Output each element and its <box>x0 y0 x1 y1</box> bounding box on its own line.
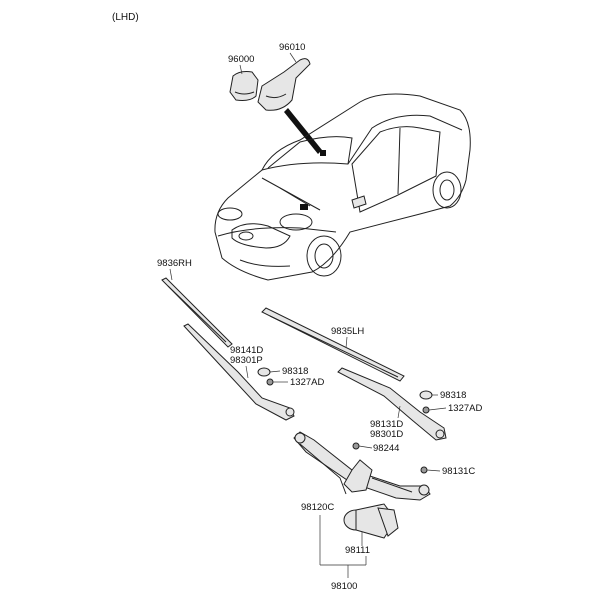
leader-98244 <box>358 445 373 449</box>
assembly-bracket: 98100 <box>319 515 367 592</box>
car-emblem <box>238 231 254 241</box>
label-1327AD-lower: 1327AD <box>448 403 482 414</box>
leader-1327AD-lower <box>428 407 447 411</box>
arm-lh-group: 98131D 98301D <box>337 367 447 441</box>
label-98244: 98244 <box>373 443 399 454</box>
leader-9836RH <box>169 268 173 281</box>
arm-rh-group: 98141D 98301P <box>183 323 295 421</box>
blade-lh-group: 9835LH <box>261 307 405 382</box>
blade-rh-group: 9836RH <box>157 258 233 348</box>
leader-98131D <box>397 405 401 419</box>
car-illustration <box>214 93 471 281</box>
label-98318-lower: 98318 <box>440 390 466 401</box>
cover-96010-detail <box>265 93 287 99</box>
linkage-rod-1 <box>299 443 347 495</box>
sensor-96000-detail <box>234 91 255 95</box>
cap-98318-lower <box>419 390 433 400</box>
rain-sensor-group: 96000 96010 <box>228 42 322 154</box>
car-rear-hub <box>439 179 455 201</box>
leader-96000 <box>239 64 243 75</box>
car-bumper-line <box>217 227 337 237</box>
car-outline <box>214 93 471 281</box>
leader-98131C <box>426 469 441 472</box>
car-front-hub <box>314 243 334 269</box>
wiper-blade-9836RH <box>161 277 233 348</box>
label-96010: 96010 <box>279 42 305 53</box>
car-side-windows <box>351 126 441 213</box>
nut-1327AD-upper <box>266 378 274 386</box>
leader-96010 <box>289 52 297 63</box>
cover-96010 <box>257 58 311 111</box>
lhd-label: (LHD) <box>112 12 139 23</box>
car-windshield <box>267 136 353 169</box>
car-grille <box>231 223 291 249</box>
motor-group: 98111 <box>343 503 399 556</box>
label-98100: 98100 <box>331 581 357 592</box>
car-rear-wheel <box>432 171 462 209</box>
arrow-to-windshield <box>284 108 322 154</box>
linkage-rod-2 <box>371 477 413 493</box>
blade-rh-rubber <box>167 285 227 343</box>
label-98131D: 98131D <box>370 419 403 430</box>
arm-lh-pivot-cap <box>435 429 445 439</box>
wiper-arm-98131D <box>337 367 447 441</box>
leader-98318-upper <box>269 370 281 373</box>
car-headlight-right <box>279 213 313 231</box>
wiper-arm-98141D <box>183 323 295 421</box>
label-98301D: 98301D <box>370 429 403 440</box>
bolt-98131C <box>420 466 428 474</box>
linkage-pivot-right <box>294 432 306 444</box>
car-headlight-left <box>217 207 243 221</box>
label-9835LH: 9835LH <box>331 326 364 337</box>
car-wiper-blade-2 <box>279 187 311 207</box>
car-lower-intake <box>239 259 291 267</box>
label-98111: 98111 <box>345 545 370 556</box>
label-9836RH: 9836RH <box>157 258 192 269</box>
cap-98318-upper <box>257 367 271 377</box>
car-wiper-blade <box>261 177 321 211</box>
leader-9835LH <box>345 336 348 349</box>
linkage-pivot-left <box>418 484 430 496</box>
car-sensor-mount <box>320 150 326 156</box>
leader-98141D <box>245 365 249 379</box>
label-98120C: 98120C <box>301 502 334 513</box>
bolt-98244 <box>352 442 360 450</box>
arm-rh-pivot-cap <box>285 407 295 417</box>
cap-nut-lower-group: 98318 1327AD <box>419 390 482 414</box>
car-b-pillar <box>397 127 401 195</box>
motor-gearbox <box>377 507 399 537</box>
car-roofline <box>261 114 463 171</box>
linkage-group: 98244 98131C 98120C <box>293 431 475 513</box>
label-96000: 96000 <box>228 54 254 65</box>
label-1327AD-upper: 1327AD <box>290 377 324 388</box>
cap-nut-upper-group: 98318 1327AD <box>257 366 324 388</box>
sensor-96000 <box>229 71 259 101</box>
label-98131C: 98131C <box>442 466 475 477</box>
label-98318-upper: 98318 <box>282 366 308 377</box>
nut-1327AD-lower <box>422 406 430 414</box>
label-98301P: 98301P <box>230 355 263 366</box>
label-98141D: 98141D <box>230 345 263 356</box>
linkage-center-bracket <box>343 459 373 493</box>
car-wiper-pivot <box>300 204 308 210</box>
car-mirror <box>351 195 367 209</box>
car-front-wheel <box>306 235 342 277</box>
blade-lh-rubber <box>269 315 399 378</box>
